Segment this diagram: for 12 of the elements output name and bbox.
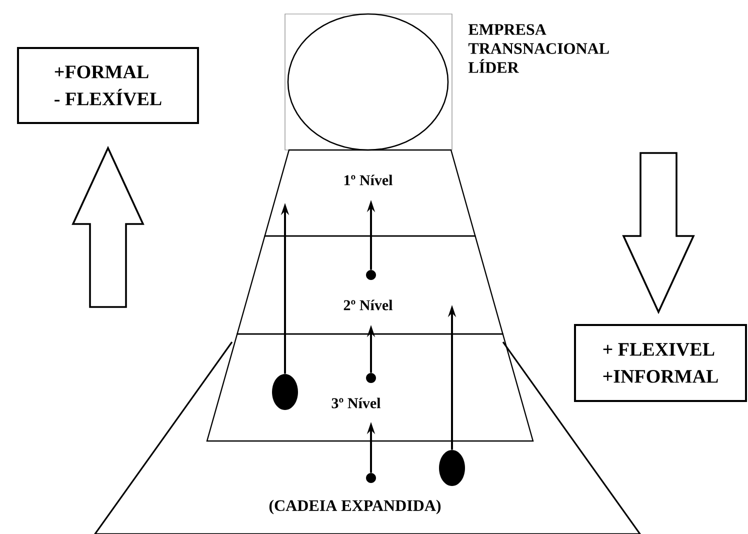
chain-label: (CADEIA EXPANDIDA) [269, 500, 441, 514]
dot [366, 473, 376, 483]
level-label: 3º Nível [332, 398, 380, 408]
dot [439, 450, 465, 486]
text-box: +FORMAL - FLEXÍVEL [17, 47, 199, 124]
dot [272, 374, 298, 410]
level-label: 2º Nível [344, 300, 392, 310]
text-box: + FLEXIVEL +INFORMAL [574, 324, 747, 402]
level-label: 1º Nível [344, 174, 392, 186]
node-caption: EMPRESA TRANSNACIONAL LÍDER [468, 24, 609, 73]
dot [366, 270, 376, 280]
dot [366, 373, 376, 383]
